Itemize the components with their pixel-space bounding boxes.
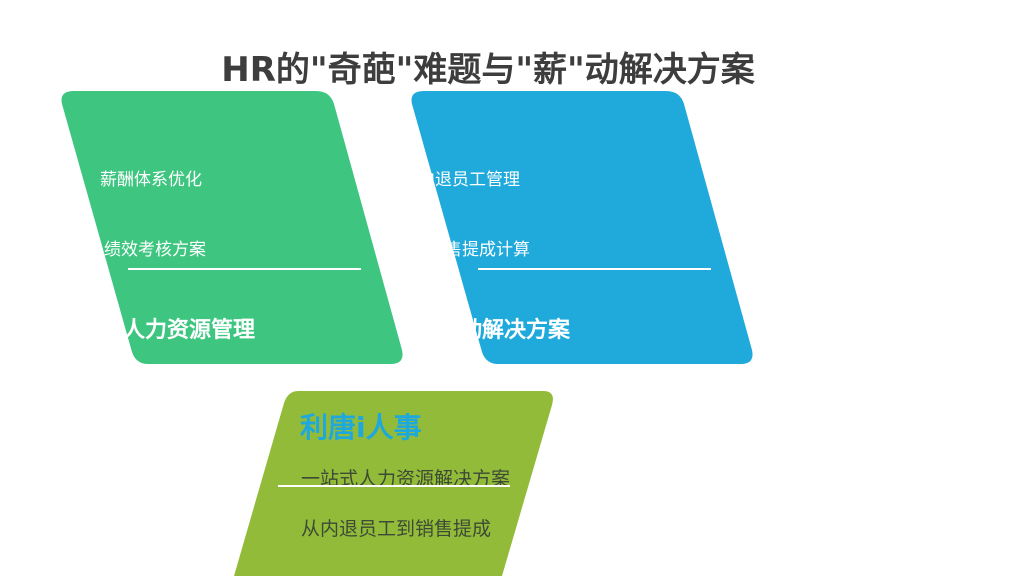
- blue-card-divider: [478, 268, 711, 270]
- green-card-item-2: 绩效考核方案: [104, 235, 214, 260]
- green-card-item-1: 薪酬体系优化: [100, 170, 202, 190]
- olive-card-line-1: 一站式人力资源解决方案: [301, 468, 511, 490]
- brand-name: 利唐i人事: [300, 411, 422, 444]
- green-card-item-2-label: 绩效考核方案: [104, 240, 206, 260]
- blue-card-heading: 薪动解决方案: [466, 312, 570, 344]
- green-card-heading-label: 人力资源管理: [125, 318, 255, 343]
- blue-card-item-1-label: 内退员工管理: [418, 170, 520, 190]
- green-card-shape: [61, 91, 403, 364]
- slide-title: HR的"奇葩"难题与"薪"动解决方案: [221, 50, 755, 90]
- blue-card-item-2-label: 销售提成计算: [438, 240, 530, 260]
- blue-card-heading-label: 薪动解决方案: [466, 318, 570, 343]
- blue-card-item-2: 销售提成计算: [438, 235, 530, 260]
- blue-card-shape: [411, 91, 753, 364]
- green-card-heading: 人力资源管理: [125, 312, 255, 344]
- blue-card-item-1: 内退员工管理: [418, 165, 530, 190]
- olive-card-shape: [234, 391, 553, 576]
- olive-card-divider: [278, 485, 510, 487]
- olive-card-line-2: 从内退员工到销售提成: [301, 518, 492, 540]
- green-card-divider: [128, 268, 361, 270]
